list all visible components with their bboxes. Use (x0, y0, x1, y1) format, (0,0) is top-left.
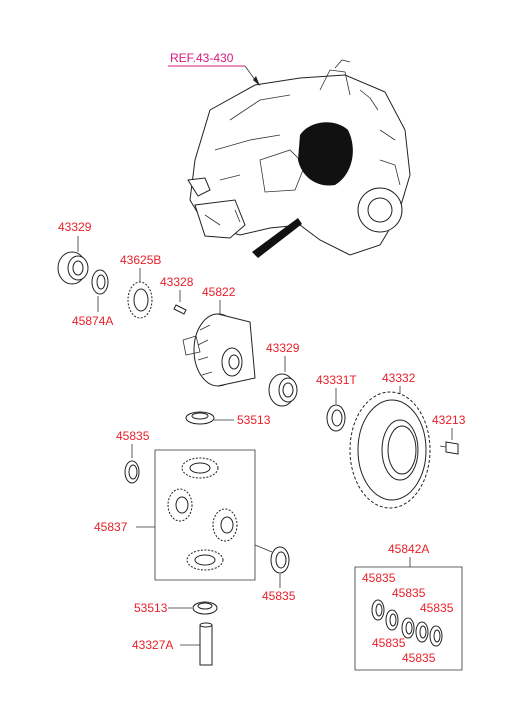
label-45835-a[interactable]: 45835 (116, 429, 150, 443)
label-43329-top[interactable]: 43329 (58, 220, 92, 234)
label-43328[interactable]: 43328 (160, 275, 194, 289)
label-kit-45835-2[interactable]: 45835 (392, 586, 426, 600)
washer-45874A (91, 269, 109, 295)
label-53513-bot[interactable]: 53513 (134, 601, 168, 615)
pinion-shaft-43327A (199, 622, 213, 666)
washer-45835-left (124, 460, 140, 484)
kit-box-45842A (354, 566, 463, 671)
thrust-washer-53513-top (185, 411, 215, 425)
label-45822[interactable]: 45822 (202, 285, 236, 299)
label-43329-mid[interactable]: 43329 (266, 341, 300, 355)
label-kit-45835-4[interactable]: 45835 (372, 636, 406, 650)
pinion-gears-45837 (167, 457, 238, 571)
differential-case-45822 (182, 313, 256, 387)
label-kit-45835-5[interactable]: 45835 (402, 651, 436, 665)
label-45837[interactable]: 45837 (94, 520, 128, 534)
washer-45835-right (270, 546, 290, 574)
pin-43328 (173, 304, 187, 315)
thrust-washer-53513-bottom (192, 601, 218, 615)
final-drive-gear-43332 (349, 391, 431, 509)
ring-gear-43625B (127, 281, 153, 319)
gear-set-box (154, 449, 256, 581)
label-kit-45835-3[interactable]: 45835 (420, 601, 454, 615)
bearing-43329-left (57, 251, 89, 285)
ref-arrowhead (253, 76, 260, 86)
label-43625B[interactable]: 43625B (120, 253, 161, 267)
label-43331T[interactable]: 43331T (316, 373, 357, 387)
kit-washers-45835 (371, 599, 443, 647)
label-45874A[interactable]: 45874A (72, 314, 113, 328)
label-53513-top[interactable]: 53513 (237, 413, 271, 427)
label-43327A[interactable]: 43327A (132, 638, 173, 652)
ref-label[interactable]: REF.43-430 (170, 51, 234, 65)
label-43213[interactable]: 43213 (432, 413, 466, 427)
bolt-43213 (439, 441, 459, 455)
label-45835-b[interactable]: 45835 (262, 589, 296, 603)
label-kit-45835-1[interactable]: 45835 (362, 571, 396, 585)
washer-43331T (326, 404, 346, 432)
label-45842A[interactable]: 45842A (388, 542, 429, 556)
transmission-housing (187, 59, 411, 258)
bearing-43329-right (268, 373, 298, 407)
label-43332[interactable]: 43332 (382, 371, 416, 385)
